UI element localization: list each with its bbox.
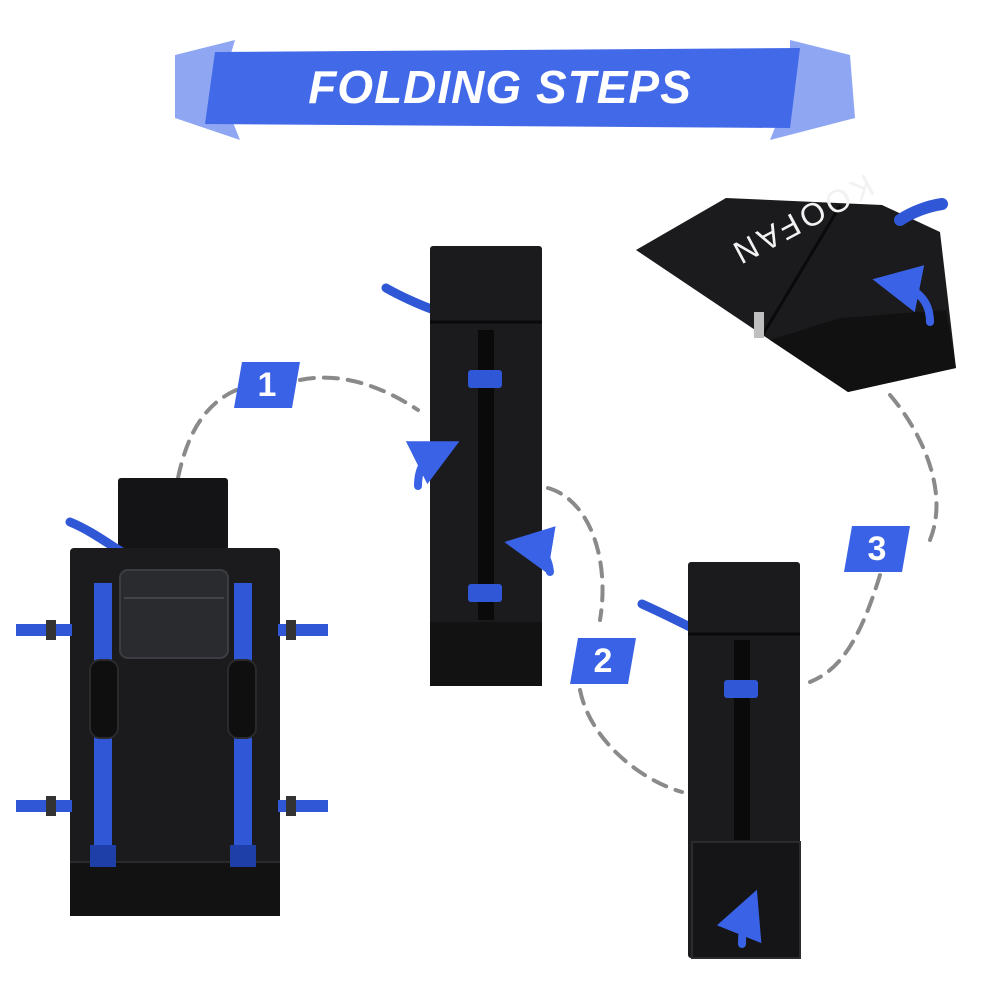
title-banner: [175, 40, 855, 140]
dashed-guides: [176, 375, 939, 794]
fold-arrow-icon: [872, 265, 934, 326]
fold-arrows: [405, 265, 934, 948]
step-number-3: 3: [867, 529, 887, 568]
dashed-path-2: [546, 486, 684, 794]
step-badge-1: [234, 362, 300, 408]
fold-arrow-icon: [716, 889, 762, 948]
step-badge-3: [844, 526, 910, 572]
dashed-path-3: [808, 393, 939, 684]
step-number-1: 1: [257, 365, 277, 404]
banner-title: FOLDING STEPS: [308, 61, 692, 113]
fold-arrow-icon: [405, 441, 460, 490]
step-number-2: 2: [593, 641, 613, 680]
dashed-path-1: [176, 375, 420, 480]
bag-folded-step1: [381, 246, 542, 686]
bag-open: [16, 478, 328, 916]
bag-folded-step2: [637, 562, 801, 959]
fold-arrow-icon: [504, 526, 556, 576]
step-badge-2: [570, 638, 636, 684]
bag-packed: [636, 198, 956, 392]
step-badges: [234, 362, 910, 684]
